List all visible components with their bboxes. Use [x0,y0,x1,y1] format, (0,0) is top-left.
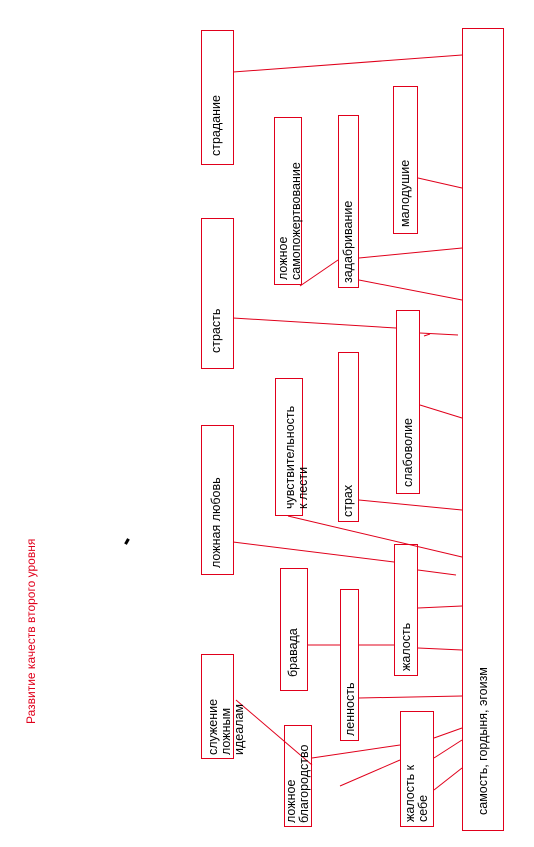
box-strast: страсть [201,218,234,369]
connector-line [358,695,463,699]
connector-line [417,177,463,189]
box-samost-label: самость, гордыня, эгоизм [476,667,490,815]
box-sluzhenie-label: служение ложным идеалам [206,698,246,755]
box-bravada-label: бравада [286,628,300,677]
box-strakh-label: страх [341,484,355,517]
connector-arrow-tick [423,333,431,337]
connector-line [433,727,463,739]
connector-line [232,54,463,73]
connector-line [419,332,459,336]
box-bravada: бравада [280,568,308,691]
box-malodushie: малодушие [393,86,418,234]
box-strakh: страх [338,352,359,522]
connector-line [358,279,463,301]
box-lozhnoe-samopozhertvovanie: ложное самопожертвование [274,117,303,285]
connector-line [299,259,339,287]
box-lozhnoe-samopozhertvovanie-label: ложное самопожертвование [276,162,303,280]
connector-line [232,317,397,329]
connector-line [417,605,463,609]
box-slabovolie-label: слабоволие [401,417,415,487]
box-zhalost-k-sebe-label: жалость к себе [403,764,430,822]
box-stradanie-label: страдание [209,95,223,156]
connector-line [419,404,463,419]
connector-line [287,515,463,558]
box-lozhnaya-lyubov-label: ложная любовь [209,477,223,568]
box-lozhnaya-lyubov: ложная любовь [201,425,234,575]
box-lozhnoe-blagorodstvo-label: ложное благородство [284,744,311,823]
box-samost: самость, гордыня, эгоизм [462,28,504,831]
box-stradanie: страдание [201,30,234,165]
connector-line [417,569,457,576]
box-zhalost-label: жалость [399,622,413,671]
box-zadabrivanie-label: задабривание [341,200,355,283]
box-zhalost: жалость [394,544,418,676]
connector-line [358,499,463,511]
box-zhalost-k-sebe: жалость к себе [400,711,434,827]
box-strast-label: страсть [209,308,223,353]
box-lennost: ленность [340,589,359,741]
box-sluzhenie: служение ложным идеалам [201,654,246,759]
connector-line [358,247,463,259]
box-slabovolie: слабоволие [396,310,420,494]
connector-line [433,767,463,791]
connector-line [232,541,395,563]
box-malodushie-label: малодушие [398,159,412,227]
box-chuvstvitelnost-label: чувствительность к лести [283,405,310,509]
box-chuvstvitelnost: чувствительность к лести [275,378,310,516]
box-lennost-label: ленность [343,682,357,737]
connector-line [311,744,401,759]
connector-line [417,647,463,651]
connector-line [433,739,463,759]
diagram-title: Развитие качеств второго уровня [24,538,38,724]
box-zadabrivanie: задабривание [338,115,359,288]
connector-line [235,699,313,766]
box-lozhnoe-blagorodstvo: ложное благородство [284,725,312,827]
connector-line [339,759,401,787]
